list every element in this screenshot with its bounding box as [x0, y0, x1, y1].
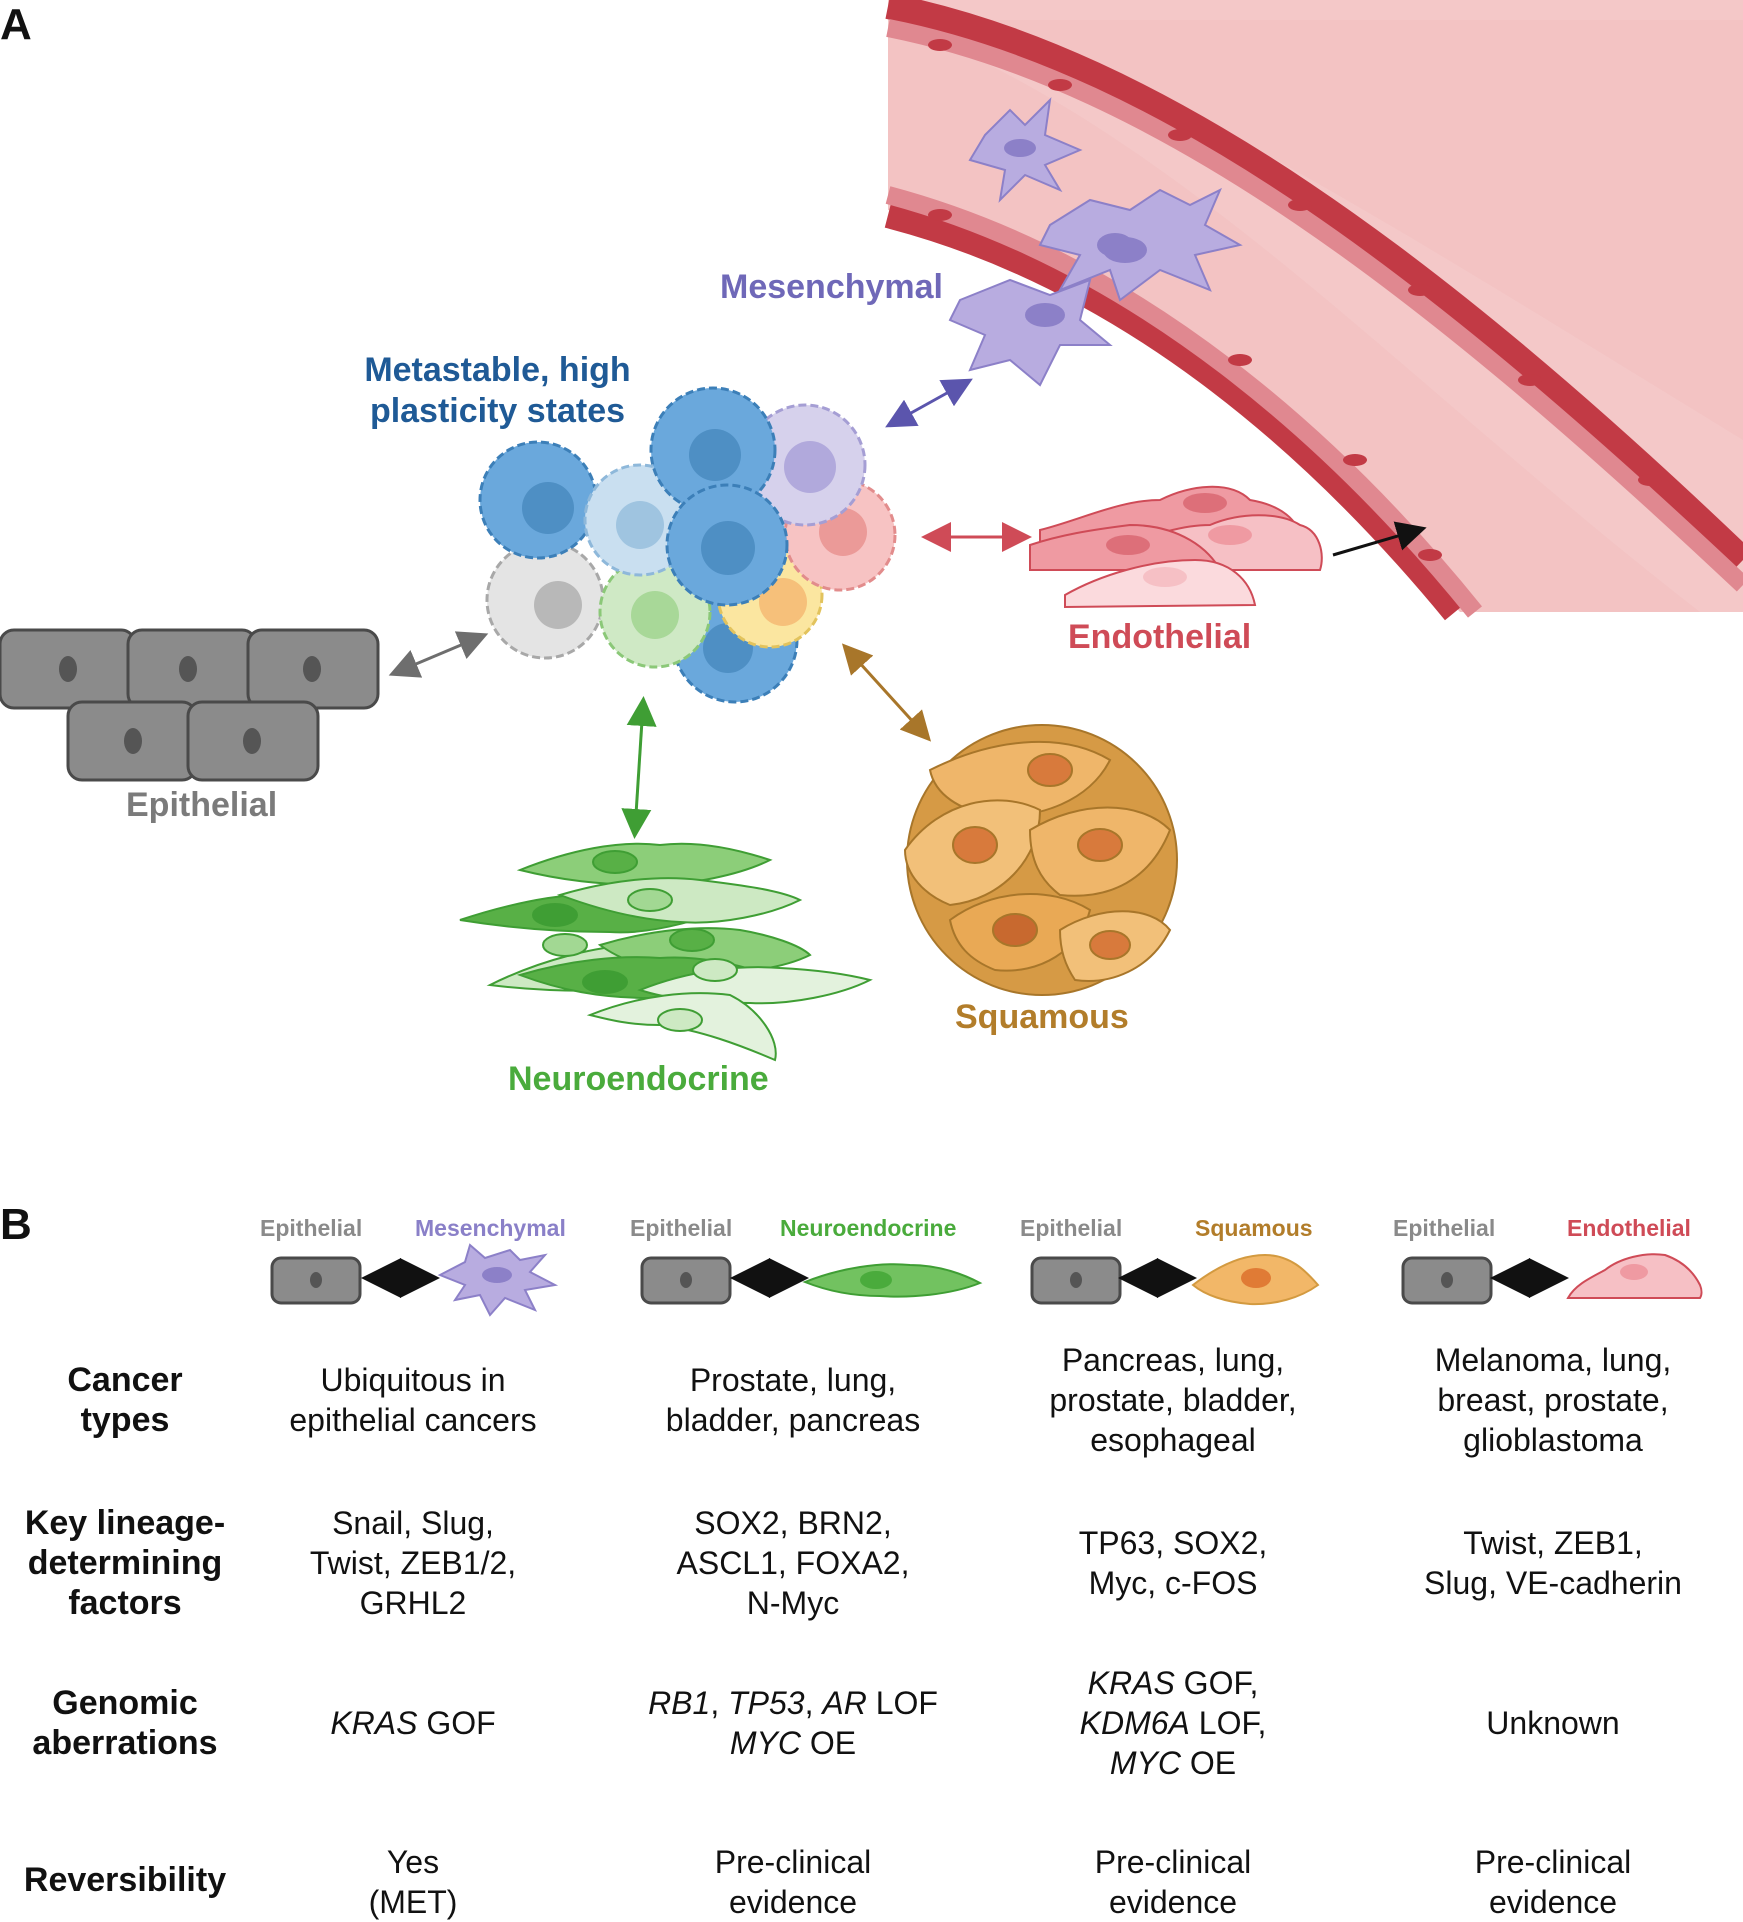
- row-header-lineage-factors: Key lineage- determining factors: [24, 1504, 226, 1622]
- cell-reversibility-4: Pre-clinical evidence: [1474, 1844, 1632, 1920]
- endothelial-cells: [1029, 485, 1323, 609]
- cell-genomic-2: RB1, TP53, AR LOF MYC OE: [648, 1685, 938, 1761]
- cell-genomic-3: KRAS GOF, KDM6A LOF, MYC OE: [1079, 1665, 1267, 1781]
- cell-reversibility-2: Pre-clinical evidence: [714, 1844, 872, 1920]
- epithelial-cell-icon: [1401, 1256, 1493, 1305]
- col3-right-label: Squamous: [1195, 1215, 1313, 1241]
- mesenchymal-cell-icon: [437, 1243, 559, 1317]
- col4-left-label: Epithelial: [1393, 1215, 1496, 1241]
- squamous-cell-icon: [1191, 1253, 1320, 1306]
- epithelial-cell-icon: [1030, 1256, 1122, 1305]
- row-header-genomic: Genomic aberrations: [32, 1684, 218, 1762]
- metastable-label: Metastable, high plasticity states: [364, 351, 631, 430]
- cell-genomic-4: Unknown: [1486, 1705, 1620, 1741]
- panel-b-icons: [270, 1243, 1703, 1317]
- cell-cancer-types-1: Ubiquitous in epithelial cancers: [289, 1362, 537, 1438]
- cell-genomic-1: KRAS GOF: [330, 1705, 496, 1741]
- neuroendocrine-cell-icon: [802, 1263, 983, 1298]
- cell-lineage-factors-2: SOX2, BRN2, ASCL1, FOXA2, N-Myc: [676, 1505, 910, 1621]
- row-header-reversibility: Reversibility: [23, 1861, 227, 1899]
- col3-left-label: Epithelial: [1020, 1215, 1123, 1241]
- cell-lineage-factors-1: Snail, Slug, Twist, ZEB1/2, GRHL2: [309, 1505, 517, 1621]
- cell-lineage-factors-4: Twist, ZEB1, Slug, VE-cadherin: [1424, 1525, 1682, 1601]
- cell-cancer-types-4: Melanoma, lung, breast, prostate, gliobl…: [1434, 1342, 1672, 1458]
- col2-left-label: Epithelial: [630, 1215, 733, 1241]
- squamous-label: Squamous: [955, 998, 1129, 1036]
- cell-reversibility-1: Yes (MET): [368, 1844, 458, 1920]
- transition-arrows: [388, 378, 1427, 839]
- endothelial-cell-icon: [1566, 1253, 1703, 1299]
- squamous-cluster: [903, 724, 1178, 996]
- col1-right-label: Mesenchymal: [415, 1215, 566, 1241]
- epithelial-cell-icon: [640, 1256, 732, 1305]
- mesenchymal-label: Mesenchymal: [720, 268, 943, 306]
- panel-b-letter: B: [0, 1200, 32, 1249]
- col2-right-label: Neuroendocrine: [780, 1215, 957, 1241]
- mesenchymal-cells: [948, 97, 1243, 387]
- neuroendocrine-cluster: [459, 842, 873, 1062]
- cell-cancer-types-2: Prostate, lung, bladder, pancreas: [665, 1362, 921, 1438]
- epithelial-sheet: [0, 628, 380, 782]
- cell-cancer-types-3: Pancreas, lung, prostate, bladder, esoph…: [1049, 1342, 1297, 1458]
- cell-lineage-factors-3: TP63, SOX2, Myc, c-FOS: [1078, 1525, 1268, 1601]
- epithelial-label: Epithelial: [126, 786, 278, 824]
- col4-right-label: Endothelial: [1567, 1215, 1691, 1241]
- endothelial-label: Endothelial: [1068, 618, 1252, 656]
- col1-left-label: Epithelial: [260, 1215, 363, 1241]
- row-header-cancer-types: Cancer types: [67, 1361, 183, 1439]
- cell-reversibility-3: Pre-clinical evidence: [1094, 1844, 1252, 1920]
- epithelial-cell-icon: [270, 1256, 362, 1305]
- neuroendocrine-label: Neuroendocrine: [508, 1060, 769, 1098]
- panel-a-letter: A: [0, 0, 32, 49]
- metastable-cluster: [478, 386, 897, 704]
